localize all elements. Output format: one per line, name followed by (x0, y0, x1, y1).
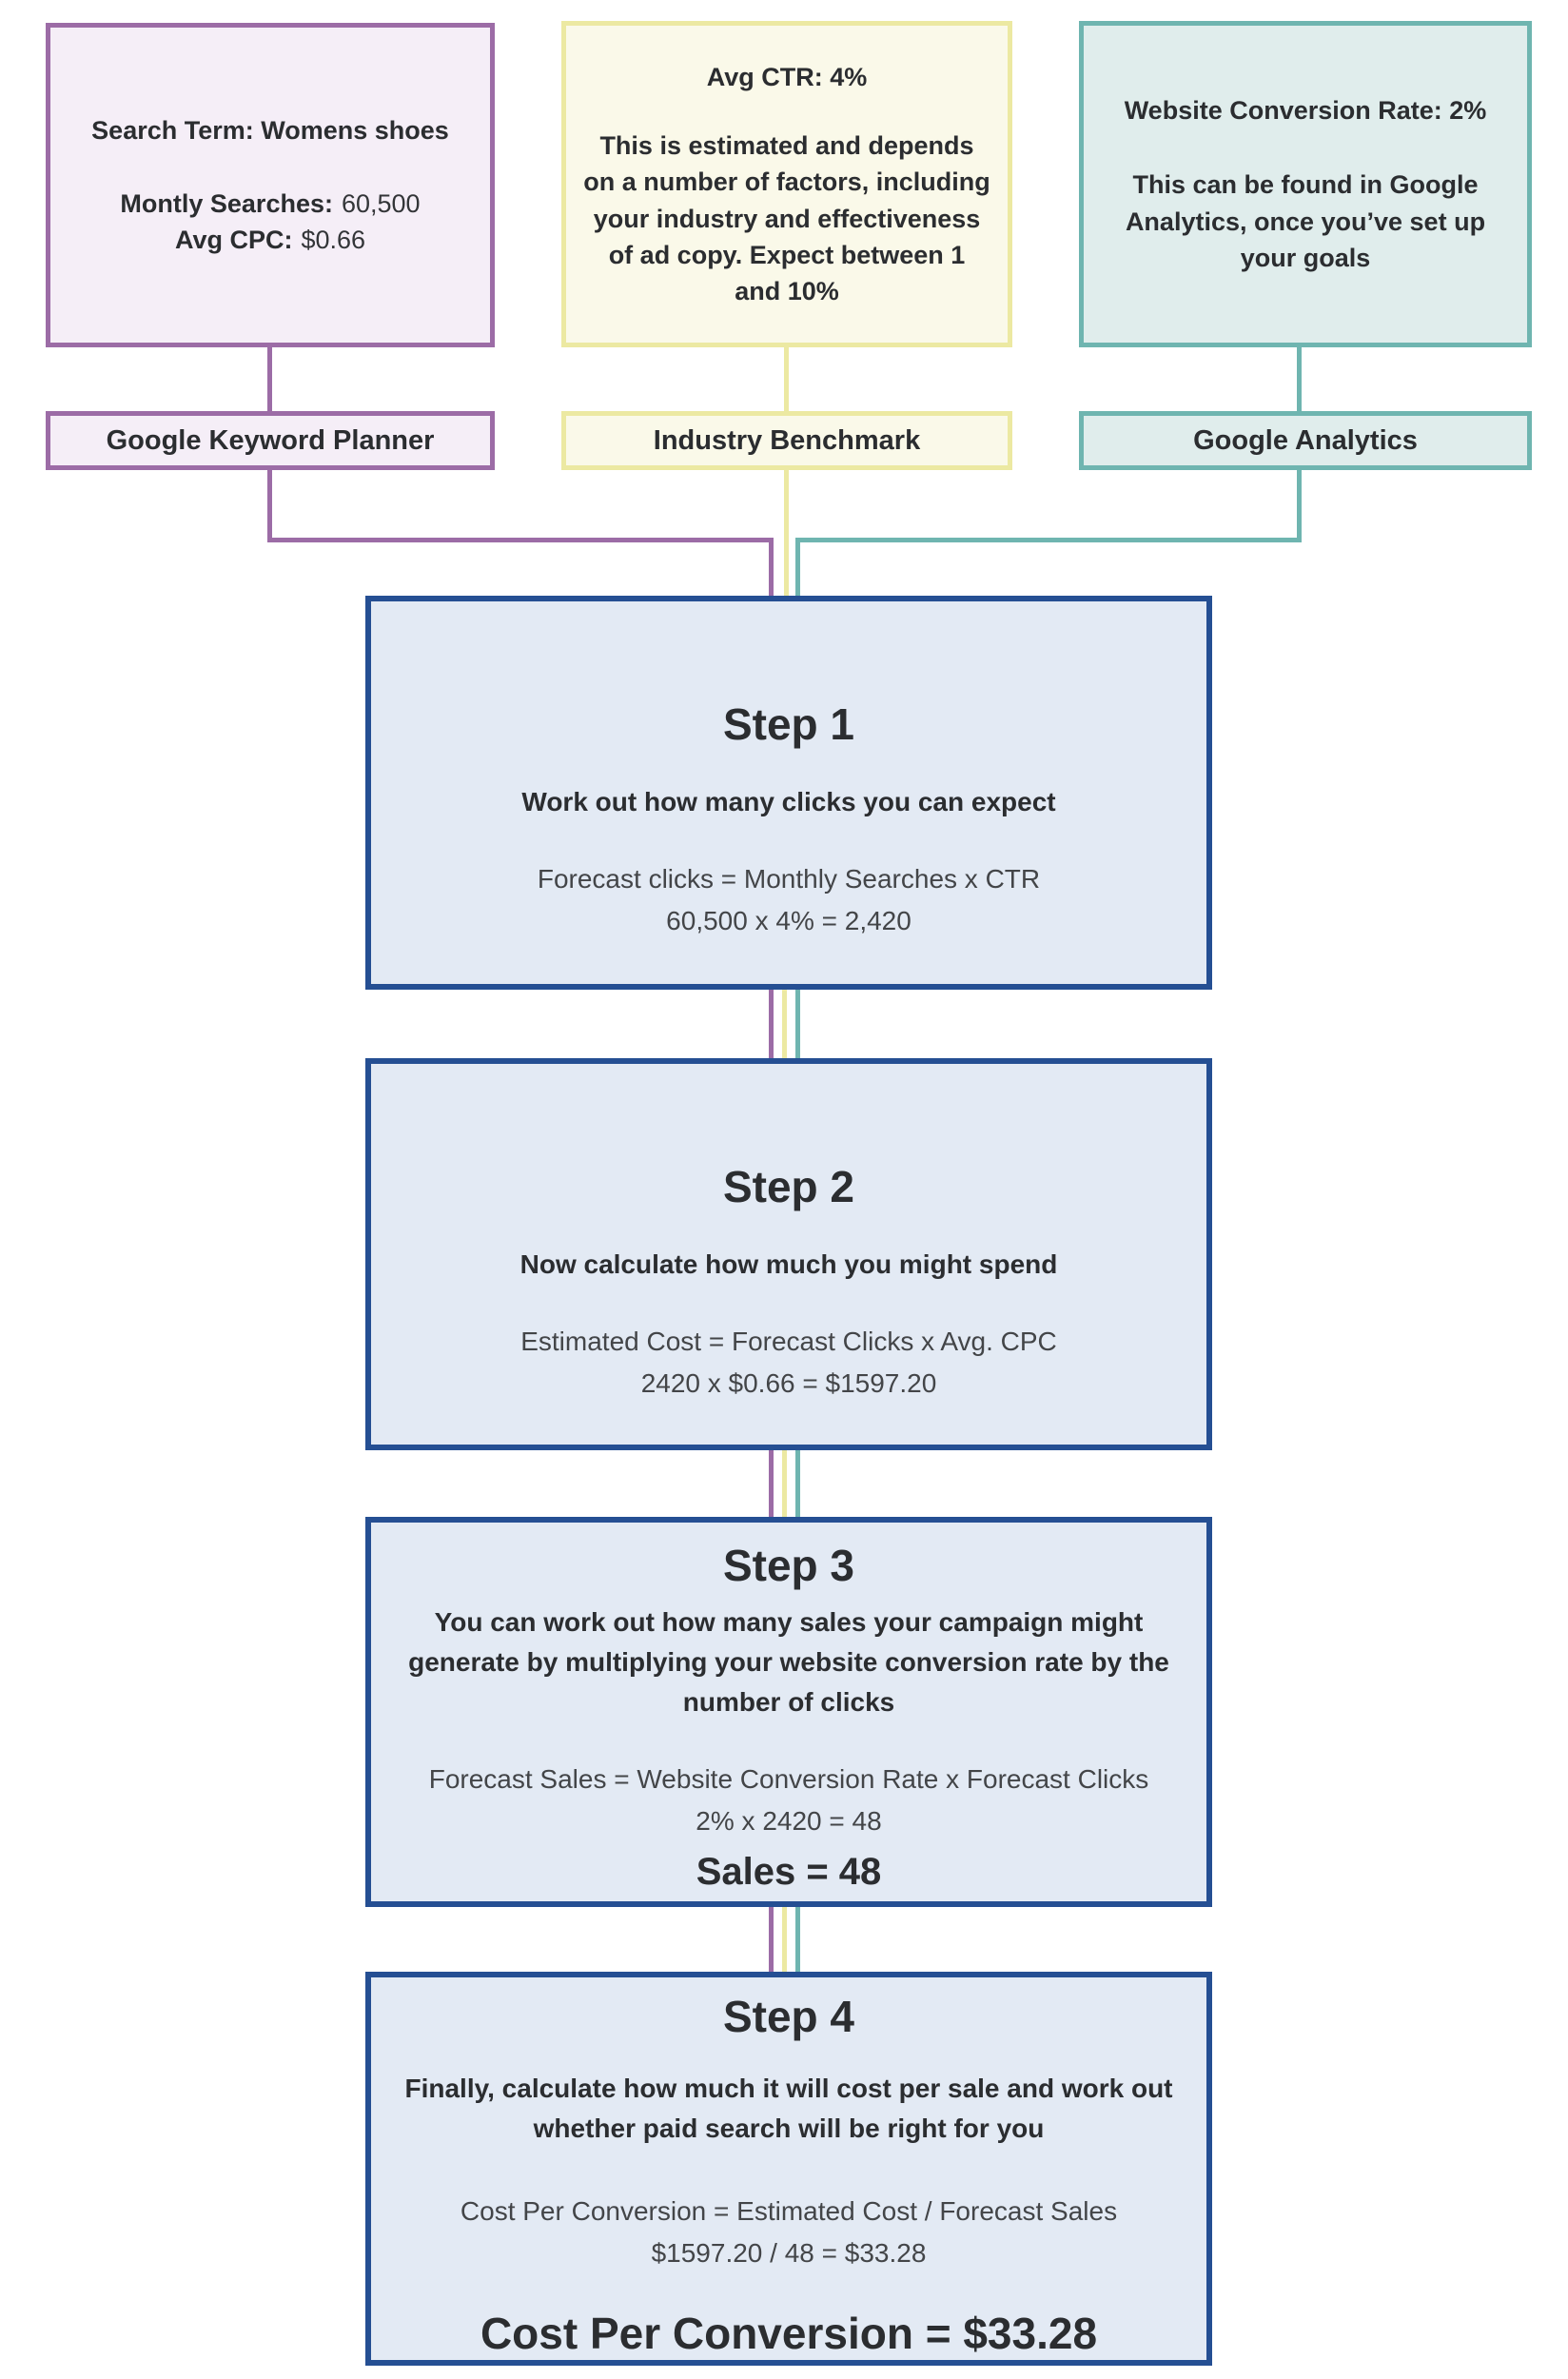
step-4-box: Step 4 Finally, calculate how much it wi… (365, 1972, 1212, 2366)
source-label-text: Google Analytics (1193, 424, 1418, 456)
step-result: Sales = 48 (696, 1851, 882, 1894)
connector-purple-horizontal (267, 538, 774, 542)
step-formula-block: Forecast clicks = Monthly Searches x CTR… (538, 858, 1040, 941)
step-result: Cost Per Conversion = $33.28 (480, 2309, 1098, 2359)
step-2-box: Step 2 Now calculate how much you might … (365, 1058, 1212, 1450)
connector-teal-source-to-label (1297, 341, 1302, 413)
connector-teal-step1-step2 (795, 986, 800, 1064)
connector-purple-step3-step4 (769, 1903, 774, 1977)
source-label-google-analytics: Google Analytics (1079, 411, 1532, 470)
source-row-value: 60,500 (341, 188, 421, 218)
step-formula-block: Estimated Cost = Forecast Clicks x Avg. … (520, 1321, 1057, 1404)
step-formula: Forecast Sales = Website Conversion Rate… (428, 1764, 1149, 1795)
source-paragraph: This is estimated and depends on a numbe… (583, 130, 990, 306)
source-box-industry-benchmark: Avg CTR: 4% This is estimated and depend… (561, 21, 1012, 347)
connector-purple-label-drop (267, 468, 272, 542)
step-formula-block: Forecast Sales = Website Conversion Rate… (429, 1759, 1149, 1841)
step-formula-block: Cost Per Conversion = Estimated Cost / F… (461, 2191, 1117, 2273)
step-title: Step 1 (722, 699, 855, 749)
source-label-industry-benchmark: Industry Benchmark (561, 411, 1012, 470)
connector-purple-step2-step3 (769, 1445, 774, 1523)
source-label-text: Industry Benchmark (653, 424, 921, 456)
connector-yellow-step1-step2 (782, 986, 787, 1064)
source-heading: Website Conversion Rate: 2% (1124, 95, 1487, 125)
step-calculation: $1597.20 / 48 = $33.28 (651, 2237, 927, 2268)
source-heading: Search Term: Womens shoes (91, 115, 449, 145)
connector-teal-label-drop (1297, 468, 1302, 542)
connector-teal-step3-step4 (795, 1903, 800, 1977)
connector-teal-horizontal (795, 538, 1302, 542)
step-description: You can work out how many sales your cam… (408, 1607, 1169, 1718)
step-formula: Forecast clicks = Monthly Searches x CTR (537, 864, 1041, 895)
connector-yellow-source-to-label (784, 341, 789, 413)
connector-yellow-step2-step3 (782, 1445, 787, 1523)
step-title: Step 4 (722, 1992, 855, 2041)
source-paragraph: This can be found in Google Analytics, o… (1125, 170, 1486, 272)
step-calculation: 2% x 2420 = 48 (696, 1805, 882, 1836)
source-row-label: Avg CPC: (174, 225, 293, 254)
step-description: Work out how many clicks you can expect (521, 787, 1056, 817)
source-label-text: Google Keyword Planner (106, 424, 435, 456)
connector-teal-step2-step3 (795, 1445, 800, 1523)
connector-yellow-label-drop (784, 468, 789, 601)
connector-yellow-step3-step4 (782, 1903, 787, 1977)
source-row-monthly-searches: Montly Searches: 60,500 (120, 187, 420, 223)
source-box-google-analytics: Website Conversion Rate: 2% This can be … (1079, 21, 1532, 347)
step-description: Finally, calculate how much it will cost… (404, 2074, 1173, 2144)
source-row-label: Montly Searches: (120, 188, 333, 218)
source-box-keyword-planner: Search Term: Womens shoes Montly Searche… (46, 23, 495, 347)
step-formula: Estimated Cost = Forecast Clicks x Avg. … (520, 1327, 1057, 1357)
step-calculation: 2420 x $0.66 = $1597.20 (640, 1367, 937, 1398)
connector-purple-into-step1 (769, 538, 774, 601)
step-calculation: 60,500 x 4% = 2,420 (666, 905, 911, 935)
connector-teal-into-step1 (795, 538, 800, 601)
source-row-value: $0.66 (301, 225, 366, 254)
source-heading: Avg CTR: 4% (706, 62, 868, 91)
connector-purple-step1-step2 (769, 986, 774, 1064)
source-row-avg-cpc: Avg CPC: $0.66 (175, 223, 365, 259)
step-3-box: Step 3 You can work out how many sales y… (365, 1517, 1212, 1907)
step-formula: Cost Per Conversion = Estimated Cost / F… (460, 2196, 1118, 2227)
connector-purple-source-to-label (267, 343, 272, 413)
step-description: Now calculate how much you might spend (519, 1249, 1058, 1280)
step-1-box: Step 1 Work out how many clicks you can … (365, 596, 1212, 990)
step-title: Step 3 (722, 1541, 855, 1590)
step-title: Step 2 (722, 1162, 855, 1211)
source-label-google-keyword-planner: Google Keyword Planner (46, 411, 495, 470)
